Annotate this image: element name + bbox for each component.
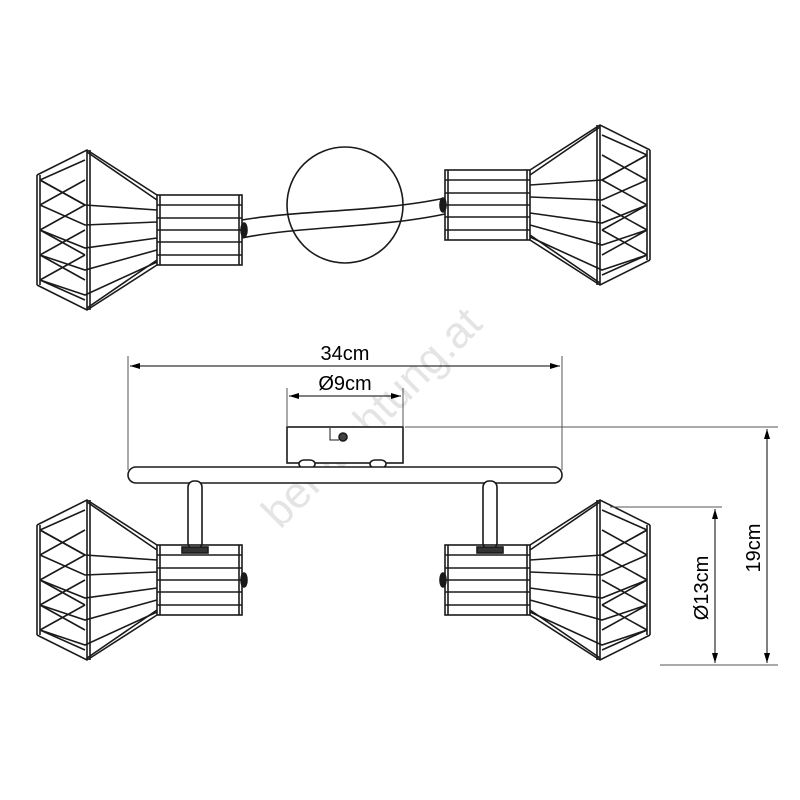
arm-top [241,197,446,239]
watermark: beleuchtung.at [252,298,491,537]
dimension-total-height: 19cm [743,524,765,573]
canopy-top [286,146,404,264]
dimension-canopy-diameter: Ø9cm [318,373,371,395]
spot-top-left [36,149,248,311]
top-view [36,124,651,311]
side-view [127,426,563,554]
spot-side-right [439,499,651,661]
spot-side-left [36,499,248,661]
canopy-side [286,426,404,464]
spot-top-right [439,124,651,286]
stem-right [482,480,498,550]
stem-left [187,480,203,550]
dimension-shade-diameter: Ø13cm [691,556,713,620]
dimension-total-width: 34cm [321,343,370,365]
dimension-lines [127,356,778,666]
bar-side [127,466,563,484]
screw-icon [338,432,348,442]
